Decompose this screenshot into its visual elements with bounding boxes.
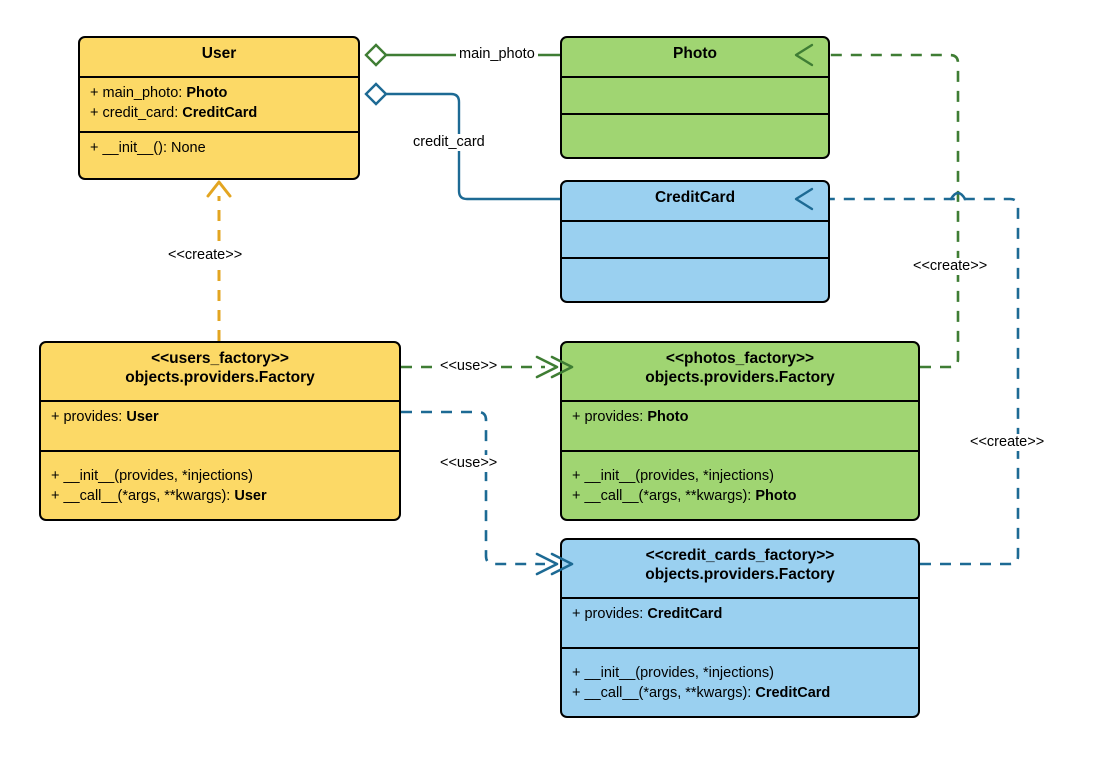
class-attributes-credit-card — [562, 222, 828, 259]
attribute-row: + provides: Photo — [572, 409, 689, 425]
class-methods-photo — [562, 115, 828, 157]
class-title-credit-card: CreditCard — [562, 182, 828, 222]
class-box-users-factory[interactable]: <<users_factory>> objects.providers.Fact… — [39, 341, 401, 521]
attribute-row: + main_photo: Photo — [90, 85, 228, 101]
method-row: + __init__(provides, *injections) — [572, 665, 774, 681]
class-stereotype-credit-cards-factory: <<credit_cards_factory>> — [645, 547, 835, 564]
edge-label-create-credit-card: <<create>> — [967, 434, 1048, 451]
class-attributes-photos-factory: + provides: Photo — [562, 402, 918, 452]
class-title-user: User — [80, 38, 358, 78]
class-attributes-credit-cards-factory: + provides: CreditCard — [562, 599, 918, 649]
class-title-photos-factory: <<photos_factory>> objects.providers.Fac… — [562, 343, 918, 402]
class-title-photo: Photo — [562, 38, 828, 78]
class-box-user[interactable]: User + main_photo: Photo + credit_card: … — [78, 36, 360, 180]
class-title-credit-cards-factory: <<credit_cards_factory>> objects.provide… — [562, 540, 918, 599]
edge-label-use-credit-cards-factory: <<use>> — [437, 455, 501, 472]
method-row: + __init__(): None — [90, 140, 206, 156]
class-name-user: User — [201, 45, 237, 62]
class-methods-credit-cards-factory: + __init__(provides, *injections) + __ca… — [562, 649, 918, 716]
method-row: + __init__(provides, *injections) — [51, 468, 253, 484]
class-name-photos-factory: objects.providers.Factory — [645, 369, 835, 386]
class-name-credit-cards-factory: objects.providers.Factory — [645, 566, 835, 583]
edge-label-main-photo: main_photo — [456, 46, 538, 63]
attribute-row: + provides: User — [51, 409, 159, 425]
attribute-row: + credit_card: CreditCard — [90, 105, 258, 121]
class-name-credit-card: CreditCard — [654, 189, 736, 206]
edge-label-credit-card: credit_card — [410, 134, 488, 151]
class-stereotype-users-factory: <<users_factory>> — [151, 350, 289, 367]
class-methods-users-factory: + __init__(provides, *injections) + __ca… — [41, 452, 399, 519]
class-name-photo: Photo — [673, 45, 717, 62]
method-row: + __call__(*args, **kwargs): Photo — [572, 488, 797, 504]
method-row: + __init__(provides, *injections) — [572, 468, 774, 484]
class-box-credit-card[interactable]: CreditCard — [560, 180, 830, 303]
class-box-photo[interactable]: Photo — [560, 36, 830, 159]
attribute-row: + provides: CreditCard — [572, 606, 723, 622]
edge-label-create-photo: <<create>> — [910, 258, 991, 275]
edge-label-use-photos-factory: <<use>> — [437, 358, 501, 375]
class-attributes-users-factory: + provides: User — [41, 402, 399, 452]
class-stereotype-photos-factory: <<photos_factory>> — [665, 350, 815, 367]
class-methods-user: + __init__(): None — [80, 133, 358, 178]
class-name-users-factory: objects.providers.Factory — [125, 369, 315, 386]
class-attributes-photo — [562, 78, 828, 115]
class-box-photos-factory[interactable]: <<photos_factory>> objects.providers.Fac… — [560, 341, 920, 521]
class-methods-photos-factory: + __init__(provides, *injections) + __ca… — [562, 452, 918, 519]
edge-photos-factory-create-photo — [830, 53, 960, 369]
edge-users-factory-use-credit-cards-factory — [401, 410, 559, 576]
class-box-credit-cards-factory[interactable]: <<credit_cards_factory>> objects.provide… — [560, 538, 920, 718]
method-row: + __call__(*args, **kwargs): User — [51, 488, 267, 504]
class-methods-credit-card — [562, 259, 828, 301]
class-attributes-user: + main_photo: Photo + credit_card: Credi… — [80, 78, 358, 133]
edge-label-create-user: <<create>> — [165, 247, 246, 264]
class-title-users-factory: <<users_factory>> objects.providers.Fact… — [41, 343, 399, 402]
method-row: + __call__(*args, **kwargs): CreditCard — [572, 685, 831, 701]
